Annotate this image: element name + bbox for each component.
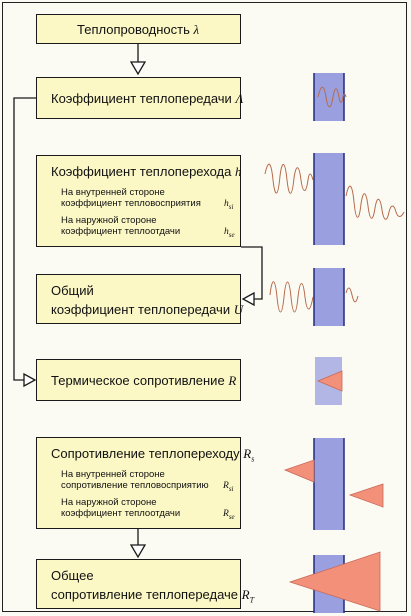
box-surface-coefficient: Коэффициент теплоперехода h На внутренне… xyxy=(36,155,242,247)
wave-overall-left xyxy=(269,281,314,313)
inner-line-1: На внутренней стороне xyxy=(61,187,165,198)
inner-line-2: коэффициент тепловосприятия xyxy=(61,198,201,209)
outer-line-2: коэффициент теплоотдачи xyxy=(61,226,181,237)
symbol-h: h xyxy=(235,164,242,179)
symbol-u: U xyxy=(233,302,244,317)
symbol-rs: Rs xyxy=(243,446,255,464)
triangle-wall xyxy=(316,370,343,392)
box-title-line-1: Общее xyxy=(51,568,94,583)
box-heat-transfer-coefficient: Коэффициент теплопередачи Λ xyxy=(36,77,244,119)
wave-through-wall xyxy=(317,86,347,108)
wall-3 xyxy=(313,268,345,326)
outer-symbol: Rse xyxy=(223,509,235,521)
heat-waves xyxy=(264,86,405,313)
outer-symbol: hse xyxy=(224,227,235,239)
inner-line-2: сопротивление тепловосприятию xyxy=(61,480,209,491)
outer-line-1: На наружной стороне xyxy=(61,215,157,226)
right-connector-head xyxy=(241,291,255,307)
box-surface-resistance: Сопротивление теплопереходу Rs На внутре… xyxy=(36,437,254,529)
wave-overall-right xyxy=(345,287,359,303)
box-title-line-2: сопротивление теплопередаче xyxy=(51,587,239,602)
box-overall-coefficient: Общий коэффициент теплопередачи U xyxy=(36,274,244,324)
right-connector-line xyxy=(241,246,263,300)
arrow-head-1 xyxy=(129,61,147,76)
wave-outer-surface xyxy=(345,185,405,220)
triangle-total xyxy=(288,551,381,612)
inner-symbol: Rsi xyxy=(223,481,234,493)
box-title: Термическое сопротивление xyxy=(51,373,225,388)
wall-5 xyxy=(313,438,345,530)
outer-line-1: На наружной стороне xyxy=(61,497,157,508)
box-title-line-1: Общий xyxy=(51,283,94,298)
resistance-triangles xyxy=(283,370,384,612)
symbol-r: R xyxy=(228,373,237,388)
box-title-line-2: коэффициент теплопередачи xyxy=(51,302,231,317)
left-connector-line xyxy=(13,97,36,381)
wave-inner-surface xyxy=(264,163,314,194)
diagram-frame xyxy=(2,2,407,612)
walls xyxy=(313,73,345,613)
symbol-lambda: λ xyxy=(193,22,200,37)
symbol-capital-lambda: Λ xyxy=(235,91,244,106)
inner-line-1: На внутренней стороне xyxy=(61,469,165,480)
left-connector-head xyxy=(23,372,37,388)
box-title: Сопротивление теплопереходу xyxy=(51,446,240,461)
box-title: Коэффициент теплопередачи xyxy=(51,91,232,106)
inner-symbol: hsi xyxy=(224,199,234,211)
flow-arrows xyxy=(13,44,263,559)
triangle-inner xyxy=(283,459,315,483)
box-total-resistance: Общее сопротивление теплопередаче RT xyxy=(36,559,254,609)
box-title: Теплопроводность xyxy=(77,22,190,37)
wall-2 xyxy=(313,153,345,245)
box-thermal-resistance: Термическое сопротивление R xyxy=(36,359,241,401)
box-title: Коэффициент теплоперехода xyxy=(51,164,232,179)
triangle-outer xyxy=(348,483,384,508)
arrow-head-2 xyxy=(129,544,147,559)
outer-line-2: коэффициент теплоотдачи xyxy=(61,508,181,519)
box-thermal-conductivity: Теплопроводность λ xyxy=(36,14,241,44)
symbol-rt: RT xyxy=(241,587,255,605)
